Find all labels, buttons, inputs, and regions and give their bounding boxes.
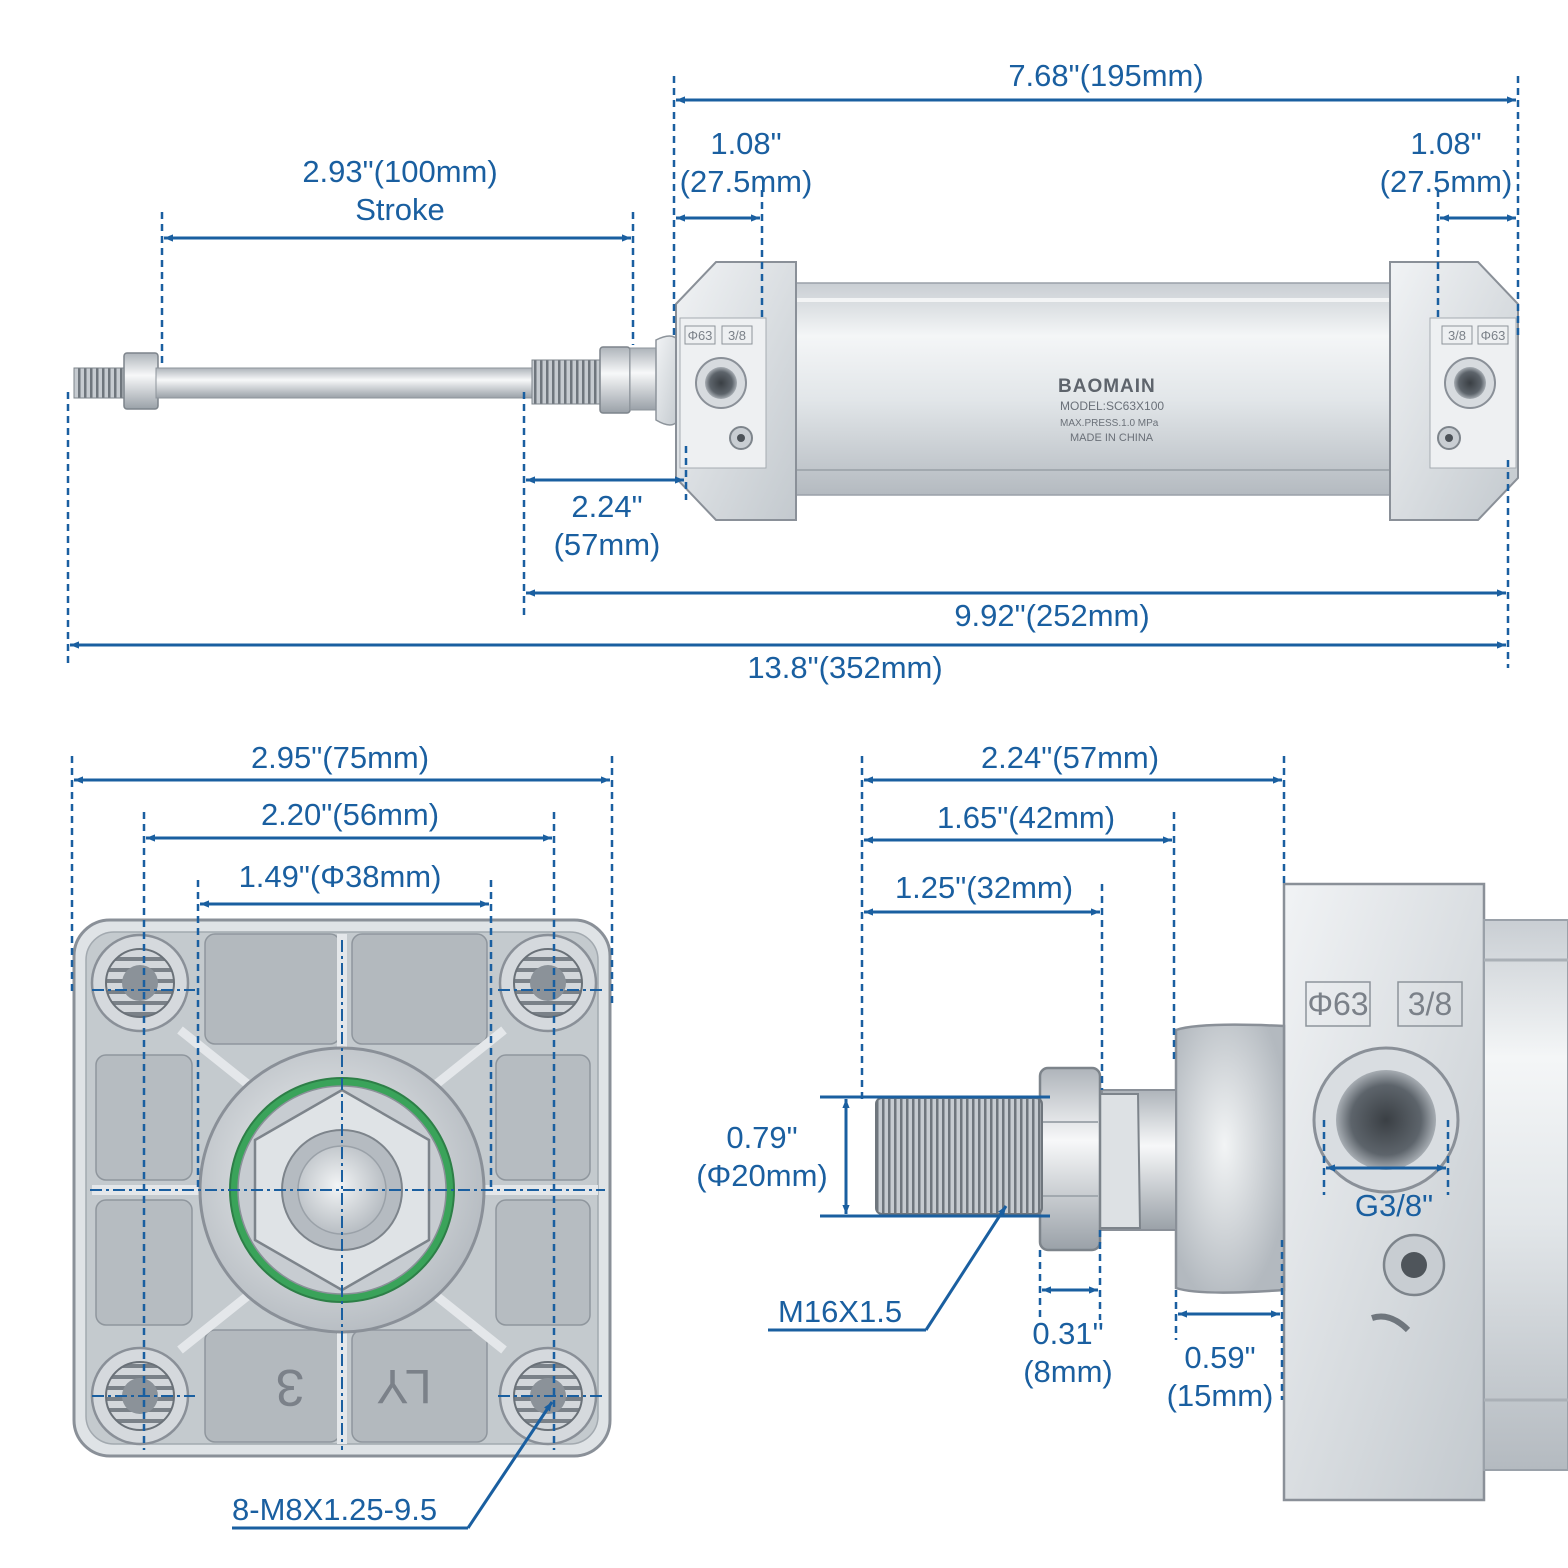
stroke-length-label: 2.93"(100mm) bbox=[302, 154, 497, 189]
side-view: Φ63 3/8 3/8 Φ63 BAOMAIN MODEL:SC63X100 M… bbox=[66, 58, 1520, 685]
model-label: MODEL:SC63X100 bbox=[1060, 399, 1164, 413]
detail-small-nut bbox=[1097, 1093, 1142, 1229]
detail-len-mid-label: 1.65"(42mm) bbox=[937, 800, 1115, 835]
rod-detail-view: Φ63 3/8 bbox=[696, 740, 1568, 1502]
rod-tip-nut bbox=[123, 352, 159, 410]
front-width-outer-label: 2.95"(75mm) bbox=[251, 740, 429, 775]
detail-len-thread-label: 1.25"(32mm) bbox=[895, 870, 1073, 905]
endcap-left-mm: (27.5mm) bbox=[680, 164, 813, 199]
bolt-hole-tl bbox=[90, 933, 190, 1033]
rod-jam-nut bbox=[599, 346, 631, 414]
pressure-label: MAX.PRESS.1.0 MPa bbox=[1060, 418, 1159, 429]
detail-front-boss bbox=[1174, 1023, 1286, 1294]
stroke-caption: Stroke bbox=[355, 192, 445, 227]
nut-thickness-mm: (8mm) bbox=[1023, 1354, 1113, 1389]
rod-dia-mm: (Φ20mm) bbox=[696, 1158, 828, 1193]
nut-thickness-inch: 0.31" bbox=[1032, 1316, 1103, 1351]
total-length-label: 13.8"(352mm) bbox=[747, 650, 942, 685]
detail-bore-mark: Φ63 bbox=[1307, 986, 1368, 1022]
rod-extension-mm: (57mm) bbox=[554, 527, 661, 562]
piston-rod bbox=[155, 367, 537, 399]
endcap-right-mm: (27.5mm) bbox=[1380, 164, 1513, 199]
detail-len-total-label: 2.24"(57mm) bbox=[981, 740, 1159, 775]
front-view: 3 LY bbox=[70, 740, 614, 1530]
bolt-thread-label: 8-M8X1.25-9.5 bbox=[232, 1492, 437, 1527]
detail-rod-thread bbox=[875, 1097, 1043, 1215]
rod-tip-thread bbox=[73, 367, 127, 399]
front-width-holes-label: 2.20"(56mm) bbox=[261, 797, 439, 832]
boss-length-inch: 0.59" bbox=[1184, 1340, 1255, 1375]
endcap-left-inch: 1.08" bbox=[710, 126, 781, 161]
side-port-mark-right: 3/8 bbox=[1448, 328, 1466, 343]
rod-base-thread bbox=[531, 359, 603, 405]
detail-port-mark: 3/8 bbox=[1408, 986, 1452, 1022]
cast-mark-3: 3 bbox=[276, 1358, 305, 1416]
origin-label: MADE IN CHINA bbox=[1070, 432, 1154, 444]
front-boss-dia-label: 1.49"(Φ38mm) bbox=[239, 859, 442, 894]
cast-mark-ly: LY bbox=[376, 1359, 431, 1412]
boss-length-mm: (15mm) bbox=[1167, 1378, 1274, 1413]
side-port-mark-left: 3/8 bbox=[728, 328, 746, 343]
rod-dia-inch: 0.79" bbox=[726, 1120, 797, 1155]
port-thread-label: G3/8" bbox=[1355, 1188, 1433, 1223]
side-bore-mark-left: Φ63 bbox=[688, 328, 713, 343]
brand-label: BAOMAIN bbox=[1058, 376, 1156, 397]
cylinder-barrel bbox=[751, 282, 1443, 496]
rod-gland bbox=[629, 347, 657, 411]
side-bore-mark-right: Φ63 bbox=[1481, 328, 1506, 343]
rod-thread-label: M16X1.5 bbox=[778, 1294, 902, 1329]
bolt-hole-tr bbox=[498, 933, 598, 1033]
rod-extension-inch: 2.24" bbox=[571, 489, 642, 524]
body-total-label: 9.92"(252mm) bbox=[954, 598, 1149, 633]
detail-jam-nut bbox=[1038, 1066, 1102, 1252]
overall-length-label: 7.68"(195mm) bbox=[1008, 58, 1203, 93]
endcap-right-inch: 1.08" bbox=[1410, 126, 1481, 161]
